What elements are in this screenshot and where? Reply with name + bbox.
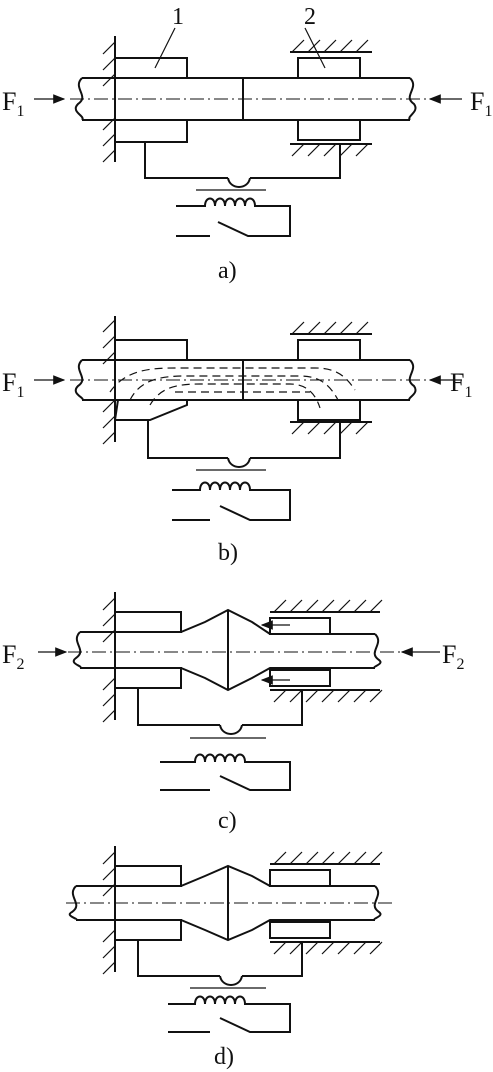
panel-c: F2 F2 c) bbox=[2, 592, 464, 834]
circuit-a bbox=[144, 142, 341, 179]
shaft-b bbox=[82, 359, 410, 401]
caption-c: c) bbox=[218, 808, 237, 834]
force-right-c: F2 bbox=[442, 640, 464, 673]
panel-a: 1 2 F1 F1 a) bbox=[2, 4, 492, 284]
shaft-right-end-a bbox=[408, 77, 417, 121]
caption-d: d) bbox=[214, 1044, 234, 1070]
leader-2 bbox=[304, 27, 326, 69]
chuck-2-bottom-a bbox=[297, 119, 361, 141]
shaft-a bbox=[82, 77, 410, 121]
panel-b: F1 F1 b) bbox=[2, 316, 472, 566]
wall-hatch-a bbox=[102, 41, 116, 163]
part-2-label: 2 bbox=[304, 4, 316, 30]
panel-d: d) bbox=[66, 846, 395, 1070]
top-hatch-a bbox=[291, 39, 369, 53]
caption-a: a) bbox=[218, 258, 237, 284]
part-1-label: 1 bbox=[172, 4, 184, 30]
force-left-b: F1 bbox=[2, 368, 24, 401]
force-right-b: F1 bbox=[450, 368, 472, 401]
chuck-1-bottom-a bbox=[114, 119, 188, 143]
force-right-a: F1 bbox=[470, 87, 492, 120]
caption-b: b) bbox=[218, 540, 238, 566]
shaft-left-end-a bbox=[74, 77, 84, 121]
transformer-a bbox=[176, 197, 291, 237]
chuck-1-top-a bbox=[114, 57, 188, 79]
leader-1 bbox=[154, 27, 176, 69]
chuck-2-top-a bbox=[297, 57, 361, 79]
heat-zone-b bbox=[109, 367, 356, 409]
force-left-c: F2 bbox=[2, 640, 24, 673]
bottom-hatch-a bbox=[291, 143, 369, 157]
force-left-a: F1 bbox=[2, 87, 24, 120]
